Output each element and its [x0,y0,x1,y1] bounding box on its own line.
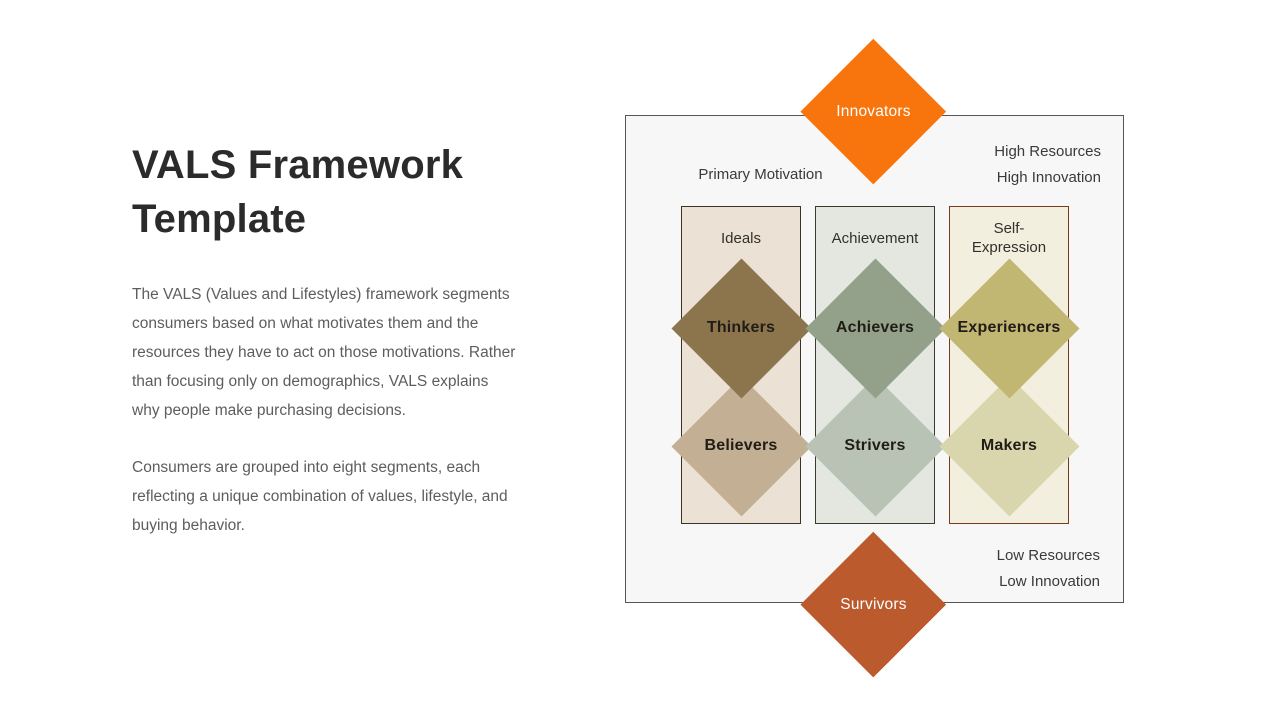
low-innovation-line: Low Innovation [999,573,1100,590]
makers-diamond: Makers [938,375,1080,517]
description-paragraph-2: Consumers are grouped into eight segment… [132,459,508,534]
description: The VALS (Values and Lifestyles) framewo… [132,280,520,540]
achievers-label: Achievers [835,319,915,336]
text-panel: VALS Framework Template The VALS (Values… [132,138,532,540]
believers-label: Believers [704,437,778,454]
strivers-label: Strivers [844,437,906,454]
thinkers-label: Thinkers [706,319,776,336]
experiencers-label: Experiencers [957,319,1061,336]
achievers-diamond: Achievers [804,257,946,399]
experiencers-diamond: Experiencers [938,257,1080,399]
survivors-label: Survivors [840,595,907,613]
page-title: VALS Framework Template [132,143,464,241]
column-achievement-header-text: Achievement [831,229,919,247]
description-paragraph-1: The VALS (Values and Lifestyles) framewo… [132,286,516,419]
low-resources-line: Low Resources [996,547,1100,564]
column-self-expression-header: Self-Expression [950,215,1068,261]
thinkers-diamond: Thinkers [670,257,812,399]
innovators-diamond: Innovators [800,38,947,185]
column-ideals-header: Ideals [682,215,800,261]
believers-diamond: Believers [670,375,812,517]
column-achievement-header: Achievement [816,215,934,261]
column-self-expression-header-text: Self-Expression [971,220,1047,256]
survivors-diamond: Survivors [800,531,947,678]
high-resources-label: High Resources High Innovation [941,139,1101,191]
primary-motivation-label: Primary Motivation [698,166,823,183]
high-resources-line: High Resources [994,143,1101,160]
high-innovation-line: High Innovation [996,169,1101,186]
innovators-label: Innovators [836,102,911,120]
makers-label: Makers [980,437,1038,454]
strivers-diamond: Strivers [804,375,946,517]
low-resources-label: Low Resources Low Innovation [940,543,1100,595]
column-ideals-header-text: Ideals [720,229,762,247]
